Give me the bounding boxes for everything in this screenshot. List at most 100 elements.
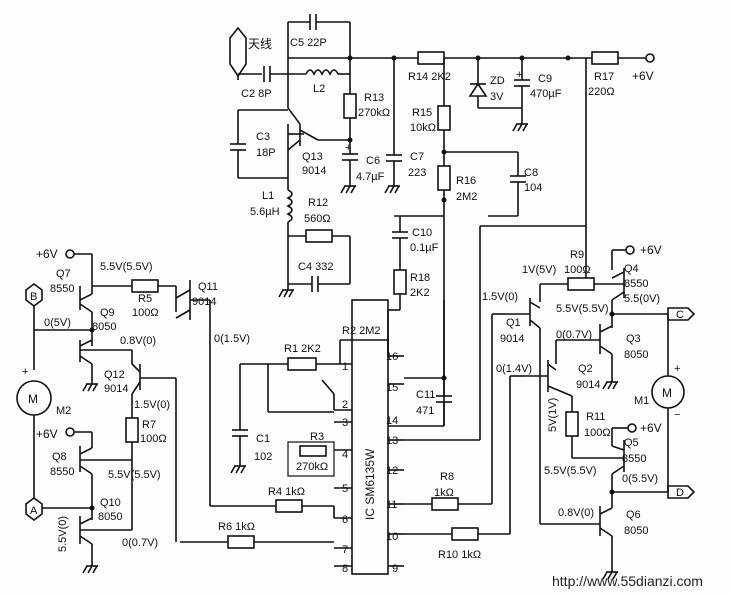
v-r9: 0(5.5V)	[622, 473, 658, 485]
q8-value: 8550	[50, 466, 74, 478]
r13-resistor	[343, 93, 357, 119]
svg-text:+: +	[345, 142, 351, 154]
r16-label: R16	[456, 175, 476, 187]
terminal-b	[25, 283, 43, 307]
v-l3: 0.8V(0)	[120, 335, 156, 347]
pin-5: 5	[342, 483, 348, 495]
pin-13: 13	[386, 435, 398, 447]
v-r4: 5.5(0V)	[624, 293, 660, 305]
v-l7: 0(0.7V)	[122, 537, 158, 549]
r8-resistor	[431, 497, 459, 511]
pin-12: 12	[386, 465, 398, 477]
svg-text:+: +	[22, 366, 28, 378]
left-supply-mid: +6V	[36, 427, 58, 441]
r4-label: R4 1kΩ	[268, 486, 305, 498]
c11-value: 471	[416, 405, 434, 417]
r18-label: R18	[410, 272, 430, 284]
right-supply-top: +6V	[640, 243, 662, 257]
r8-label: R8	[440, 471, 454, 483]
zd-label: ZD	[490, 75, 505, 87]
r1-resistor	[287, 357, 317, 371]
q4-label: Q4	[624, 263, 639, 275]
pin-2: 2	[342, 399, 348, 411]
r3-loop	[287, 441, 335, 477]
c3-label: C3	[256, 131, 270, 143]
c4-label: C4 332	[298, 261, 333, 273]
r7-value: 100Ω	[140, 433, 167, 445]
r13-value: 270kΩ	[358, 107, 390, 119]
pin-16: 16	[386, 351, 398, 363]
r12-label: R12	[308, 197, 328, 209]
r17-supply-label: +6V	[632, 69, 654, 83]
q3-value: 8050	[624, 349, 648, 361]
q5-label: Q5	[624, 437, 639, 449]
c9-value: 470µF	[530, 88, 562, 100]
q10-label: Q10	[100, 497, 121, 509]
r3-label: R3	[310, 431, 324, 443]
q13-label: Q13	[302, 151, 323, 163]
terminal-b-label: B	[30, 291, 37, 303]
c1-label: C1	[256, 433, 270, 445]
r15-label: R15	[412, 107, 432, 119]
r5-value: 100Ω	[132, 307, 159, 319]
c11-label: C11	[416, 389, 435, 401]
q1-value: 9014	[500, 333, 524, 345]
r10-label: R10 1kΩ	[438, 549, 481, 561]
left-supply-top: +6V	[36, 247, 58, 261]
r15-value: 10kΩ	[410, 122, 436, 134]
r10-resistor	[451, 527, 479, 541]
motor-m1-symbol: M	[662, 386, 672, 400]
r11-resistor	[565, 411, 579, 437]
right-supply-mid: +6V	[640, 421, 662, 435]
pin-1: 1	[342, 361, 348, 373]
terminal-a-label: A	[30, 505, 38, 517]
c1-value: 102	[254, 451, 272, 463]
r12-resistor	[305, 229, 333, 243]
q5-value: 8550	[622, 453, 646, 465]
c6-value: 4.7µF	[356, 171, 385, 183]
q1-label: Q1	[506, 317, 521, 329]
pin-9: 9	[392, 563, 398, 575]
supply-terminal	[645, 53, 655, 63]
r5-label: R5	[138, 293, 152, 305]
pin-7: 7	[342, 544, 348, 556]
v-l8: 0(1.5V)	[214, 333, 250, 345]
pin-14: 14	[386, 415, 398, 427]
r1-label: R1 2K2	[284, 343, 321, 355]
terminal-d	[667, 485, 696, 499]
r9-value: 100Ω	[564, 264, 591, 276]
pin-15: 15	[386, 382, 398, 394]
q6-value: 8050	[624, 525, 648, 537]
q12-value: 9014	[104, 383, 128, 395]
motor-m2-label: M2	[56, 405, 71, 417]
q12-label: Q12	[104, 369, 125, 381]
motor-m1-label: M1	[634, 395, 649, 407]
r3-value: 270kΩ	[296, 461, 328, 473]
antenna-symbol	[229, 26, 247, 78]
terminal-a	[25, 497, 43, 521]
r12-value: 560Ω	[304, 213, 331, 225]
pin-6: 6	[342, 514, 348, 526]
l2-coil	[305, 69, 339, 76]
terminal-d-label: D	[676, 487, 684, 499]
v-l4: 1.5V(0)	[134, 399, 170, 411]
svg-text:−: −	[674, 409, 680, 421]
r14-resistor	[417, 51, 445, 65]
pin-4: 4	[342, 449, 348, 461]
v-r8: 5.5V(5.5V)	[544, 465, 597, 477]
pin-10: 10	[386, 531, 398, 543]
ic-sm6135w	[351, 299, 389, 575]
q2-label: Q2	[578, 363, 593, 375]
c6-label: C6	[366, 155, 380, 167]
r2-label: R2 2M2	[342, 325, 381, 337]
q11-value: 9014	[192, 296, 216, 308]
v-r6: 0(1.4V)	[496, 363, 532, 375]
c3-value: 18P	[256, 147, 276, 159]
r7-label: R7	[142, 419, 156, 431]
r15-resistor	[437, 105, 451, 131]
l1-label: L1	[262, 190, 274, 202]
c10-label: C10	[412, 227, 432, 239]
svg-text:+: +	[674, 363, 680, 375]
